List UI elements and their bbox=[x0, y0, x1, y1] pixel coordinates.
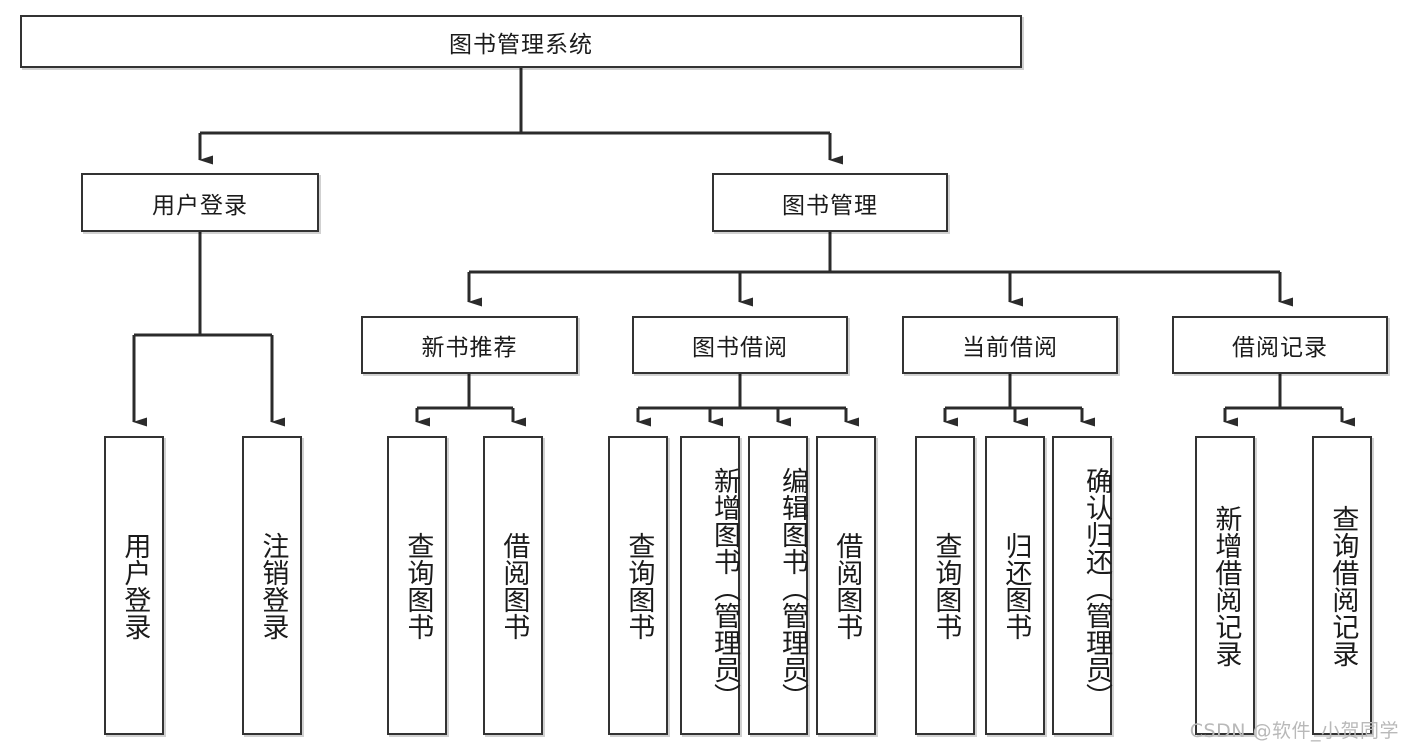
node-leaf-borrow-book-1-label: 借阅图书 bbox=[498, 531, 530, 640]
connector-book-manage bbox=[467, 232, 1293, 307]
node-current-borrow-label: 当前借阅 bbox=[962, 335, 1058, 361]
node-leaf-query-book-1[interactable]: 查询图书 bbox=[387, 436, 447, 735]
node-leaf-borrow-book-2-label: 借阅图书 bbox=[831, 531, 863, 640]
connector-current-borrow bbox=[943, 374, 1095, 427]
node-leaf-confirm-return-label: 确认归还（管理员） bbox=[1081, 467, 1112, 710]
connector-root bbox=[198, 68, 843, 165]
node-leaf-query-book-2[interactable]: 查询图书 bbox=[608, 436, 668, 735]
node-borrow-record[interactable]: 借阅记录 bbox=[1172, 316, 1388, 374]
node-leaf-add-record[interactable]: 新增借阅记录 bbox=[1195, 436, 1255, 735]
node-book-borrow-label: 图书借阅 bbox=[692, 335, 788, 361]
node-root-label: 图书管理系统 bbox=[449, 31, 593, 58]
node-leaf-confirm-return[interactable]: 确认归还（管理员） bbox=[1052, 436, 1112, 735]
node-borrow-record-label: 借阅记录 bbox=[1232, 335, 1328, 361]
node-leaf-query-book-3-label: 查询图书 bbox=[930, 531, 962, 640]
node-leaf-add-record-label: 新增借阅记录 bbox=[1210, 504, 1242, 667]
connector-new-book-recommend bbox=[415, 374, 526, 427]
node-new-book-recommend[interactable]: 新书推荐 bbox=[361, 316, 578, 374]
node-leaf-add-book[interactable]: 新增图书（管理员） bbox=[680, 436, 740, 735]
node-leaf-add-book-label: 新增图书（管理员） bbox=[709, 467, 740, 710]
node-leaf-query-book-2-label: 查询图书 bbox=[623, 531, 655, 640]
connector-book-borrow bbox=[636, 374, 859, 427]
node-leaf-query-book-3[interactable]: 查询图书 bbox=[915, 436, 975, 735]
node-leaf-user-login-label: 用户登录 bbox=[119, 531, 151, 640]
node-leaf-user-logout-label: 注销登录 bbox=[257, 531, 289, 640]
node-book-manage-label: 图书管理 bbox=[782, 192, 878, 219]
node-leaf-query-book-1-label: 查询图书 bbox=[402, 531, 434, 640]
node-user-login-label: 用户登录 bbox=[152, 192, 248, 219]
node-book-manage[interactable]: 图书管理 bbox=[712, 173, 948, 232]
connector-user-login bbox=[132, 232, 285, 427]
node-current-borrow[interactable]: 当前借阅 bbox=[902, 316, 1118, 374]
node-book-borrow[interactable]: 图书借阅 bbox=[632, 316, 848, 374]
node-leaf-user-logout[interactable]: 注销登录 bbox=[242, 436, 302, 735]
node-leaf-borrow-book-1[interactable]: 借阅图书 bbox=[483, 436, 543, 735]
node-leaf-edit-book[interactable]: 编辑图书（管理员） bbox=[748, 436, 808, 735]
node-leaf-return-book[interactable]: 归还图书 bbox=[985, 436, 1045, 735]
node-leaf-user-login[interactable]: 用户登录 bbox=[104, 436, 164, 735]
connector-borrow-record bbox=[1223, 374, 1355, 427]
node-leaf-query-record[interactable]: 查询借阅记录 bbox=[1312, 436, 1372, 735]
node-root[interactable]: 图书管理系统 bbox=[20, 15, 1022, 68]
node-leaf-edit-book-label: 编辑图书（管理员） bbox=[777, 467, 808, 710]
node-leaf-return-book-label: 归还图书 bbox=[1000, 531, 1032, 640]
node-leaf-query-record-label: 查询借阅记录 bbox=[1327, 504, 1359, 667]
node-leaf-borrow-book-2[interactable]: 借阅图书 bbox=[816, 436, 876, 735]
node-user-login[interactable]: 用户登录 bbox=[81, 173, 319, 232]
node-new-book-recommend-label: 新书推荐 bbox=[421, 335, 518, 361]
